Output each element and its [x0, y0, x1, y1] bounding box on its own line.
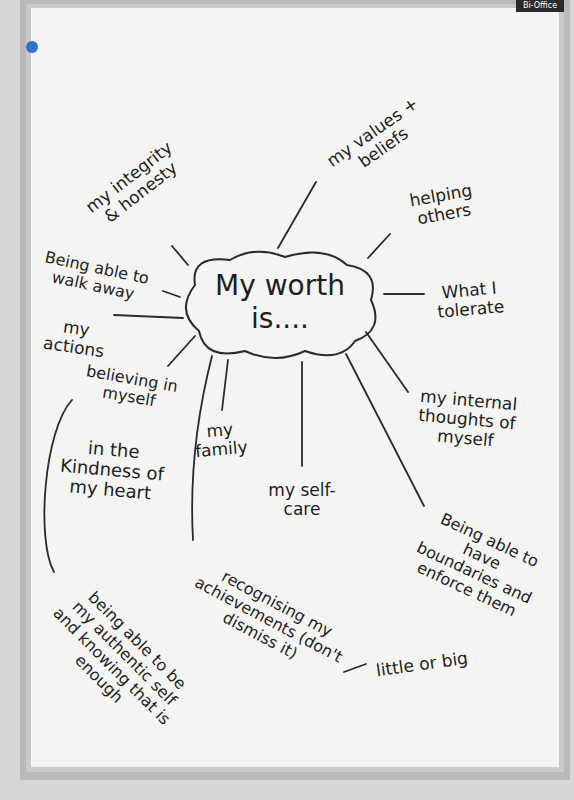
board-surface: [31, 8, 559, 767]
branch-label: recognising my achievements (don't dismi…: [183, 558, 354, 683]
board-frame-inner: [26, 4, 564, 772]
magnet: [26, 41, 38, 53]
branch-label: Being able to have boundaries and enforc…: [404, 505, 552, 625]
branch-line: [278, 182, 316, 248]
branch-label: What I tolerate: [424, 277, 517, 323]
branch-line: [301, 362, 303, 466]
branch-line: [346, 354, 424, 506]
branch-label: my internal thoughts of myself: [405, 386, 530, 453]
branch-label: my actions: [38, 314, 113, 361]
branch-label: my family: [186, 418, 254, 462]
branch-line: [114, 315, 183, 318]
branch-label: my self-care: [255, 481, 350, 519]
branch-label: helping others: [392, 178, 492, 232]
branch-label: my integrity & honesty: [77, 134, 193, 237]
branch-label: Being able to walk away: [29, 246, 162, 308]
branch-line: [384, 293, 424, 295]
branch-line: [168, 336, 195, 366]
branch-label: in the Kindness of my heart: [52, 435, 173, 505]
branch-line: [366, 332, 408, 392]
branch-label: believing in myself: [80, 362, 180, 414]
branch-line: [163, 291, 180, 297]
branch-label: my values + beliefs: [318, 90, 438, 190]
branch-line: [222, 360, 228, 410]
central-cloud: My worth is....: [175, 245, 385, 360]
branch-line: [172, 246, 188, 265]
cloud-title: My worth is....: [205, 270, 355, 334]
brand-mark: Bi-Office: [517, 2, 563, 11]
branch-line: [344, 664, 366, 672]
branch-line: [44, 400, 72, 572]
cloud-path: [186, 252, 376, 358]
board-frame: [20, 0, 570, 780]
brand-plate: [516, 0, 564, 12]
branch-line: [368, 234, 390, 258]
branch-label: little or big: [366, 648, 478, 682]
branch-label: being able to be my authentic self and k…: [36, 578, 200, 742]
